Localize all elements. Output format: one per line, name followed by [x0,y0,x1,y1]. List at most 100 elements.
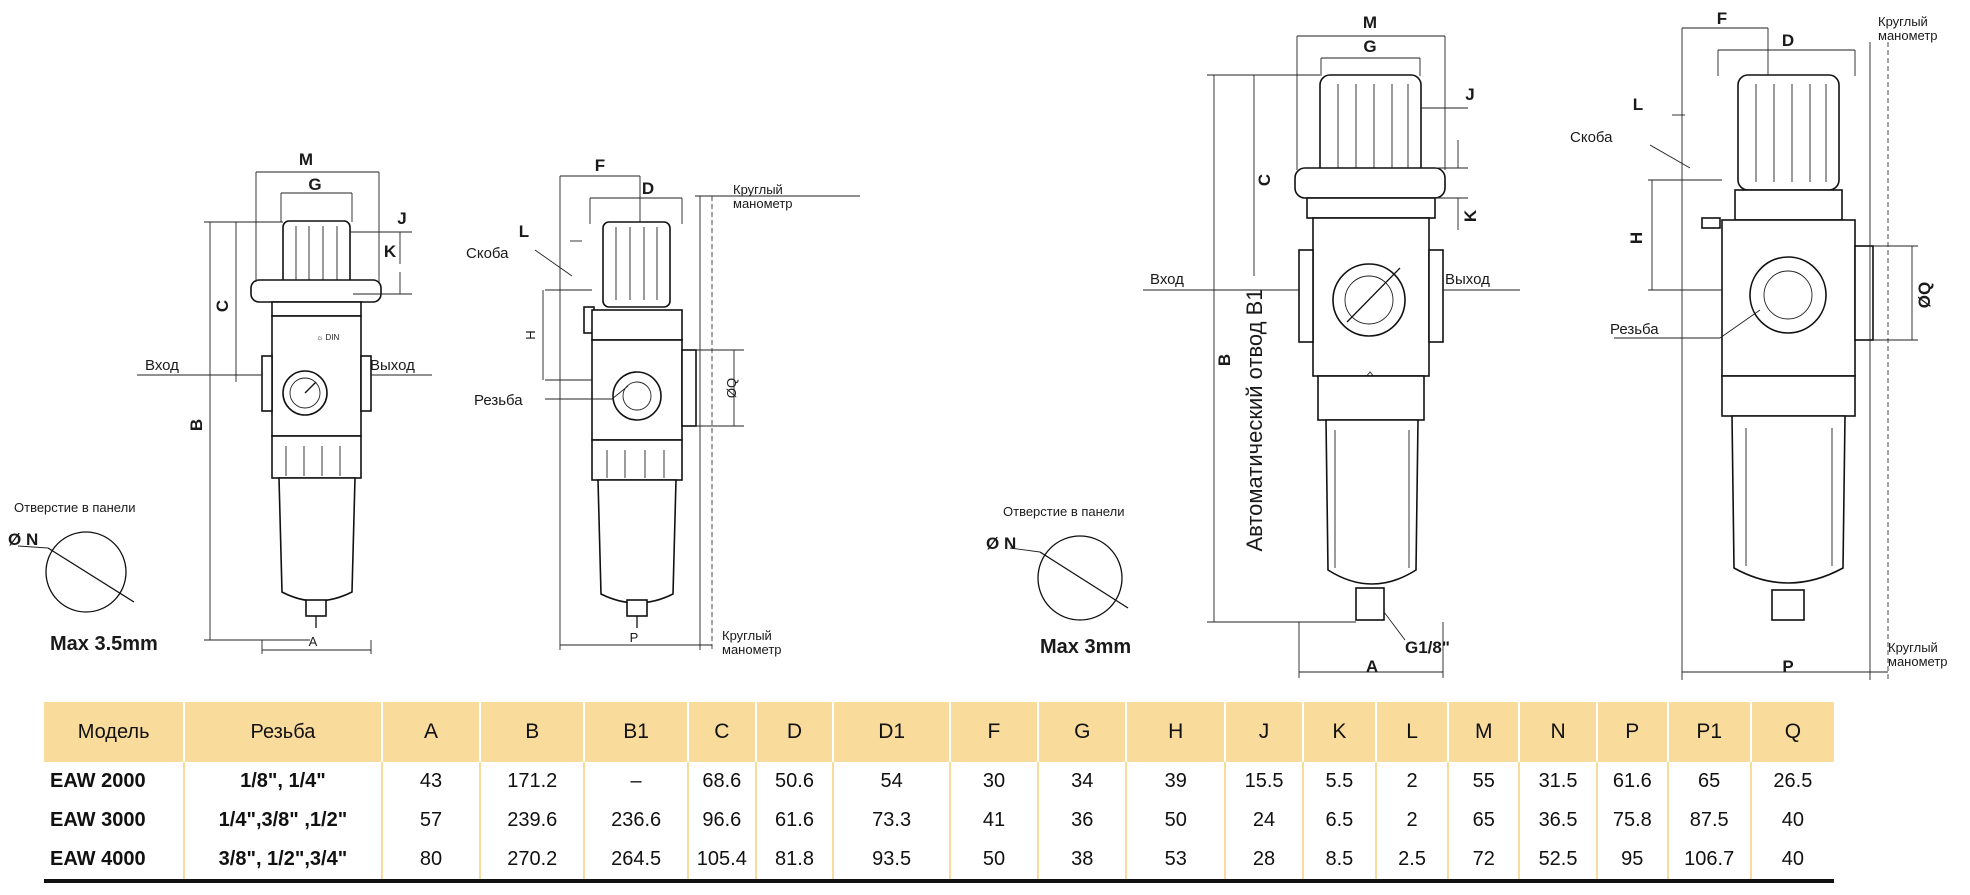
gauge-label-bottom-2-large: манометр [1888,654,1948,669]
table-header-row: Модель Резьба A B B1 C D D1 F G H J K L … [44,702,1834,762]
table-cell: 106.7 [1667,840,1752,883]
table-cell: 61.6 [1596,762,1669,801]
table-cell: 30 [949,762,1040,801]
table-cell: 3/8", 1/2",3/4" [184,840,383,883]
header-cell: J [1225,702,1304,762]
table-cell: 72 [1448,840,1521,883]
dim-F-label-large: F [1717,9,1727,28]
specifications-table: Модель Резьба A B B1 C D D1 F G H J K L … [44,702,1834,883]
table-cell: 50 [949,840,1040,883]
header-cell: B [480,702,586,762]
dim-G-label-large: G [1363,37,1376,56]
bracket-label-large: Скоба [1570,129,1613,146]
table-cell: 75.8 [1596,801,1669,840]
table-cell: 8.5 [1303,840,1377,883]
table-cell: 93.5 [833,840,951,883]
small-unit-side-view: F D L Скоба H Резьба ØQ P Круглый маноме… [466,156,860,657]
large-unit-front-view: M G J K C B Автоматический отвод B1 A G1… [1143,13,1520,678]
dim-G-label: G [308,175,321,194]
table-row: EAW 4000 3/8", 1/2",3/4" 80 270.2 264.5 … [44,840,1834,883]
panel-hole-label-small: Отверстие в панели [14,500,135,515]
inlet-label-large: Вход [1150,271,1184,288]
inlet-label: Вход [145,357,179,374]
table-cell: 80 [381,840,482,883]
table-cell: EAW 4000 [44,840,186,883]
table-cell: 236.6 [584,801,690,840]
large-unit-side-view: F D L Скоба H Резьба ØQ P Круглый маноме… [1570,9,1948,680]
table-cell: 53 [1126,840,1227,883]
gauge-label-top-1-large: Круглый [1878,14,1928,29]
dim-N-label-small: Ø N [8,530,38,549]
bracket-label: Скоба [466,245,509,262]
header-cell: C [688,702,757,762]
header-cell: G [1038,702,1128,762]
svg-text:☼ DIN: ☼ DIN [316,333,340,342]
header-cell: P1 [1667,702,1752,762]
table-cell: 36 [1038,801,1128,840]
table-cell: 40 [1781,809,1804,831]
table-cell: 68.6 [688,762,757,801]
gauge-label-top-2-large: манометр [1878,28,1938,43]
dim-K-label: K [384,242,397,261]
table-cell: 24 [1225,801,1304,840]
table-cell: 5.5 [1303,762,1377,801]
table-cell: 239.6 [480,801,586,840]
table-cell: 2 [1375,801,1450,840]
thread-label-large: Резьба [1610,321,1659,338]
outlet-label-large: Выход [1445,271,1490,288]
dim-D-label-large: D [1782,31,1794,50]
dim-P-label-large: P [1782,657,1793,676]
table-cell: 95 [1596,840,1669,883]
dim-K-label-large: K [1461,209,1480,222]
dim-D-label: D [642,179,654,198]
table-cell: 36.5 [1519,801,1598,840]
table-cell: 57 [381,801,482,840]
header-cell: Модель [44,702,186,762]
table-cell: 34 [1038,762,1128,801]
header-cell: K [1303,702,1377,762]
table-cell: 41 [949,801,1040,840]
table-cell: 52.5 [1519,840,1598,883]
table-cell: 50 [1126,801,1227,840]
header-cell: N [1519,702,1598,762]
dim-H-label: H [523,330,538,339]
table-cell: 55 [1448,762,1521,801]
gauge-label-bottom-2: манометр [722,642,782,657]
header-cell: H [1126,702,1227,762]
header-cell: M [1448,702,1521,762]
table-cell: 1/4",3/8" ,1/2" [184,801,383,840]
header-cell: Q [1750,702,1834,762]
thread-label: Резьба [474,392,523,409]
table-cell: 6.5 [1303,801,1377,840]
header-cell: F [949,702,1040,762]
table-cell: 28 [1225,840,1304,883]
dim-B-label-large: B [1215,354,1234,366]
table-cell: 65 [1667,762,1752,801]
table-cell: 61.6 [755,801,835,840]
table-cell: 81.8 [755,840,835,883]
outlet-label: Выход [370,357,415,374]
table-cell: 1/8", 1/4" [184,762,383,801]
header-cell: P [1596,702,1669,762]
dim-C-label-large: C [1255,174,1274,186]
table-cell: 54 [833,762,951,801]
dim-Q-label-large: ØQ [1915,282,1934,308]
table-cell: EAW 2000 [44,762,186,801]
dim-P-label: P [630,630,639,645]
gauge-label-top-1: Круглый [733,182,783,197]
panel-hole-large: Отверстие в панели Ø N Max 3mm [986,504,1131,658]
dim-F-label: F [595,156,605,175]
dim-L-label: L [519,222,529,241]
table-cell: 2 [1375,762,1450,801]
header-cell: D [755,702,835,762]
dim-A-label-large: A [1366,657,1378,676]
table-cell: 50.6 [755,762,835,801]
table-cell: 73.3 [833,801,951,840]
dim-L-label-large: L [1633,95,1643,114]
table-cell: 39 [1126,762,1227,801]
table-cell: 38 [1038,840,1128,883]
header-cell: B1 [584,702,690,762]
gauge-label-bottom-1-large: Круглый [1888,640,1938,655]
table-cell: 87.5 [1667,801,1752,840]
table-cell: 40 [1750,840,1834,883]
